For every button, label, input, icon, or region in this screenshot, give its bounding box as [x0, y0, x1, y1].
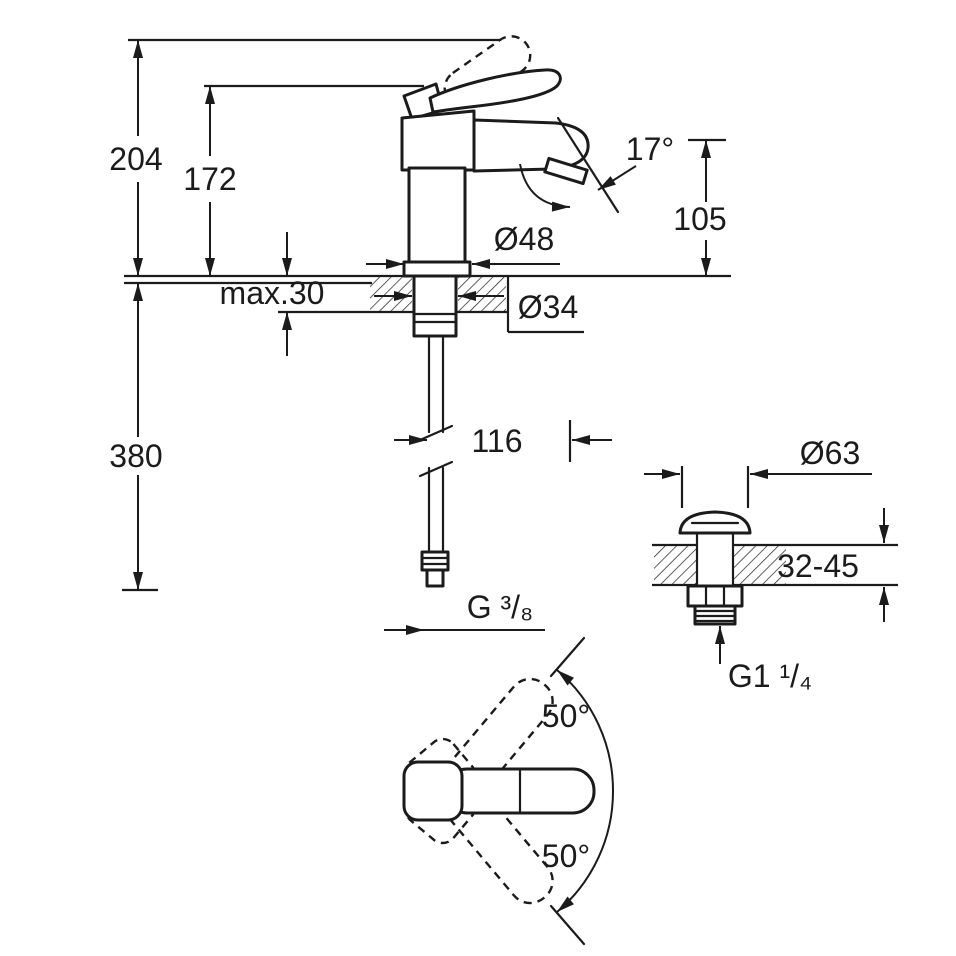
waste-flange-label: Ø63 [800, 435, 860, 471]
deck-range-label: 32-45 [777, 548, 859, 584]
handle-base-top [402, 760, 464, 822]
handle-top-view [402, 636, 596, 946]
faucet-head [400, 109, 476, 172]
below-deck-depth-label: 380 [109, 438, 162, 474]
spout-projection-label: 116 [471, 423, 522, 459]
mounting-thickness-label: max.30 [220, 275, 325, 311]
hose-connector [420, 550, 450, 572]
break-mark [418, 424, 454, 442]
hose-connector-tip [425, 568, 445, 588]
waste-fitting-view [652, 510, 898, 626]
total-height-label: 204 [109, 141, 162, 177]
spout [472, 118, 590, 173]
dimension-lines [133, 40, 889, 913]
mounting-shank [412, 274, 458, 338]
spout-angle-axis [556, 116, 620, 214]
dimension-labels: 204 172 max.30 380 17° 105 Ø48 Ø34 116 Ø… [109, 131, 860, 874]
deck-section-hatching [370, 277, 786, 584]
break-mark [418, 460, 454, 478]
supply-thread-label: G ³/₈ [467, 589, 534, 625]
swing-up-angle-label: 50° [542, 698, 590, 734]
lever-paddle [428, 68, 562, 114]
waste-thread-label: G1 ¹/₄ [728, 658, 812, 694]
aerator [543, 156, 589, 186]
spout-angle-label: 17° [626, 131, 674, 167]
base-diameter-label: Ø48 [494, 221, 554, 257]
faucet-base [402, 260, 472, 278]
angle-reference-line [549, 636, 586, 678]
handle-height-label: 172 [183, 161, 236, 197]
waste-locknut [686, 584, 744, 608]
spout-height-label: 105 [673, 201, 726, 237]
swing-down-angle-label: 50° [542, 838, 590, 874]
shank-diameter-label: Ø34 [518, 289, 578, 325]
angle-reference-line [549, 904, 586, 946]
faucet-side-view [400, 35, 620, 588]
faucet-body [407, 166, 467, 264]
